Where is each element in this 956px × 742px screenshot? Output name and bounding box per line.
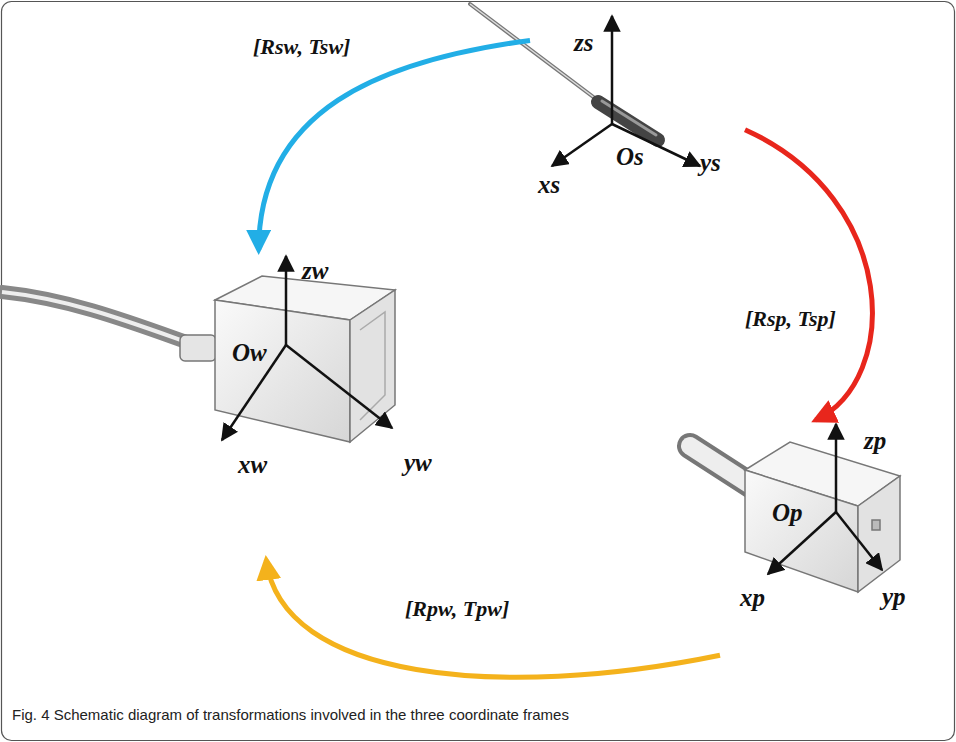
axis-label: Op <box>772 500 803 525</box>
axis-label: yw <box>404 450 432 475</box>
axis-label: ys <box>700 150 721 175</box>
transform-arrow <box>745 130 872 420</box>
transform-label: [Rsw, Tsw] <box>250 34 353 60</box>
figure-caption: Fig. 4 Schematic diagram of transformati… <box>12 706 569 723</box>
transform-arrow <box>266 560 720 677</box>
coordinate-frame: zpOp xp yp <box>720 420 908 665</box>
axis-label: Ow <box>232 340 267 365</box>
axis-label: yp <box>882 584 906 609</box>
axis-label: zw <box>302 258 328 283</box>
coordinate-frame: zwOw xw yw <box>180 250 434 560</box>
axis-label: xp <box>740 585 765 610</box>
axis-label: zp <box>864 428 886 453</box>
probe-illustration <box>690 442 900 592</box>
axis-label: Os <box>616 144 644 169</box>
axis-label: zs <box>574 30 593 55</box>
sensor-illustration <box>470 4 658 140</box>
axis-label: xw <box>238 452 267 477</box>
field-generator-illustration <box>2 276 395 442</box>
axis-label: xs <box>538 172 560 197</box>
transform-label: [Rpw, Tpw] <box>402 596 512 622</box>
coordinate-frame: zs ys xs Os <box>530 10 745 200</box>
world-axes <box>222 256 392 440</box>
transform-label: [Rsp, Tsp] <box>742 306 839 332</box>
transform-arrow <box>259 40 530 250</box>
